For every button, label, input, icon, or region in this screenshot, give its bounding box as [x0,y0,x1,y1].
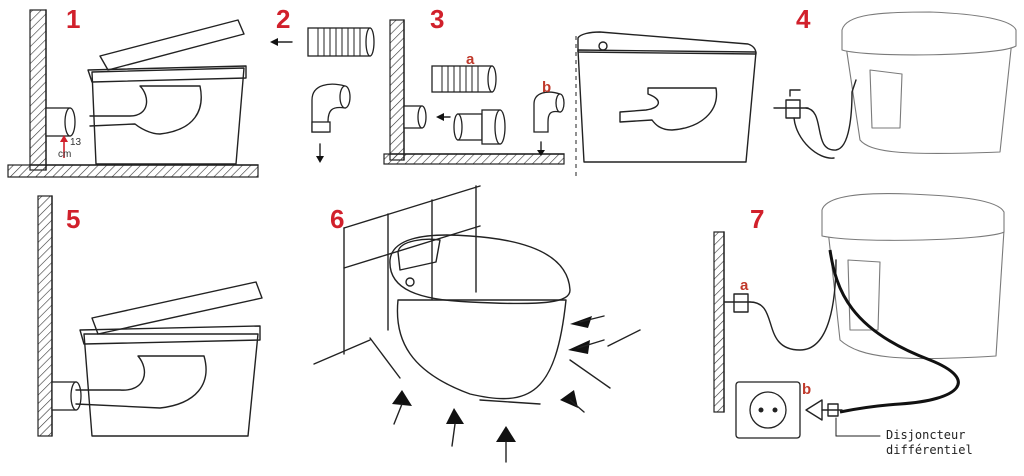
toilet-body-mounted [83,333,259,437]
step-number-3: 3 [430,4,445,34]
step-number-4: 4 [796,4,811,34]
toilet-side [577,49,757,163]
step-number-7: 7 [750,204,765,234]
panel-5-mounted [37,195,263,437]
height-unit: cm [58,149,72,160]
supply-hose-7 [749,259,837,351]
toilet-floor-view [396,299,567,400]
panel-3-connections [383,19,757,180]
valve-tap-7 [723,293,751,313]
step-number-2: 2 [276,4,291,34]
plug [805,399,823,421]
arrow-5 [446,408,464,424]
step-number-5: 5 [66,204,81,234]
panel-4-water-hose [773,11,1017,159]
breaker-label-line1: Disjoncteur [886,428,966,442]
arrow-4 [496,426,516,442]
arrow-6 [392,390,412,406]
wall-hatch [29,9,47,171]
breaker-label-line2: différentiel [886,443,973,457]
supply-hose [805,79,857,151]
label-b-step3: b [542,79,552,96]
step-number-6: 6 [330,204,345,234]
extension-pipe [307,27,371,57]
label-b-step7: b [802,381,812,398]
panel-2-fittings [270,27,375,163]
part-a-extension [431,65,493,93]
toilet-body [91,67,245,165]
power-cable [828,249,960,414]
toilet-lid-mounted [91,281,263,335]
valve-tap [773,99,809,119]
label-a-step7: a [740,277,749,294]
toilet-lid [99,19,245,71]
label-a-step3: a [466,51,475,68]
panel-6-sealing [313,185,641,463]
height-value: 13 [70,137,82,148]
panel-1-wall-mount [7,9,259,178]
floor-hatch [7,164,259,178]
panel-7-electrical [713,193,1005,439]
step-number-1: 1 [66,4,81,34]
